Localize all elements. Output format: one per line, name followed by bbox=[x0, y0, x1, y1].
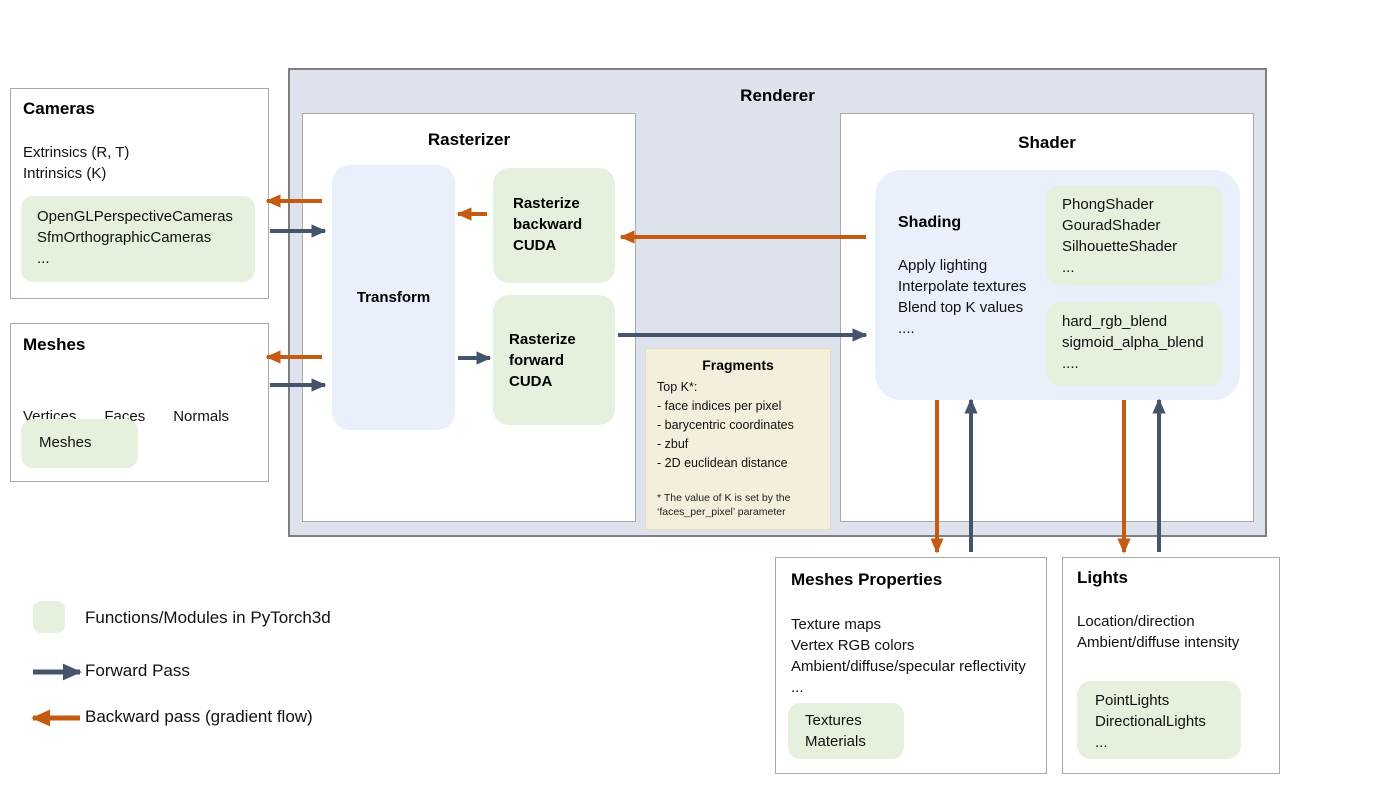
meshes-title: Meshes bbox=[23, 335, 86, 354]
cameras-modules-list: OpenGLPerspectiveCameras SfmOrthographic… bbox=[37, 208, 233, 267]
meshes-properties-panel: Meshes Properties Texture maps Vertex RG… bbox=[775, 557, 1047, 774]
legend-modules-label: Functions/Modules in PyTorch3d bbox=[85, 608, 331, 627]
cameras-modules-box: OpenGLPerspectiveCameras SfmOrthographic… bbox=[21, 196, 255, 282]
shading-box: Shading Apply lighting Interpolate textu… bbox=[875, 170, 1240, 400]
meshes-properties-modules-list: Textures Materials bbox=[805, 712, 866, 750]
lights-modules-list: PointLights DirectionalLights ... bbox=[1095, 692, 1206, 751]
lights-title: Lights bbox=[1077, 568, 1128, 587]
shading-title: Shading bbox=[898, 214, 962, 231]
rasterizer-title: Rasterizer bbox=[427, 130, 511, 149]
meshes-modules-box: Meshes bbox=[21, 419, 138, 468]
transform-label: Transform bbox=[356, 289, 431, 306]
legend-module-swatch bbox=[33, 601, 65, 633]
blend-functions-box: hard_rgb_blend sigmoid_alpha_blend .... bbox=[1046, 302, 1222, 386]
rasterize-backward-cuda-box: Rasterize backward CUDA bbox=[493, 168, 615, 283]
meshes-properties-lines: Texture maps Vertex RGB colors Ambient/d… bbox=[791, 616, 1026, 696]
rasterize-forward-label: Rasterize forward CUDA bbox=[509, 331, 576, 390]
lights-panel: Lights Location/direction Ambient/diffus… bbox=[1062, 557, 1280, 774]
transform-box: Transform bbox=[332, 165, 455, 430]
lights-lines: Location/direction Ambient/diffuse inten… bbox=[1077, 613, 1240, 651]
rasterize-backward-label: Rasterize backward CUDA bbox=[513, 195, 583, 254]
meshes-modules-list: Meshes bbox=[39, 434, 92, 451]
cameras-lines: Extrinsics (R, T) Intrinsics (K) bbox=[23, 144, 130, 182]
meshes-properties-title: Meshes Properties bbox=[791, 570, 943, 589]
lights-modules-box: PointLights DirectionalLights ... bbox=[1077, 681, 1241, 759]
meshes-attr-normals: Normals bbox=[173, 408, 230, 425]
fragments-title: Fragments bbox=[702, 357, 774, 373]
shading-lines: Apply lighting Interpolate textures Blen… bbox=[898, 257, 1027, 337]
fragments-lines: Top K*: - face indices per pixel - baryc… bbox=[657, 380, 794, 470]
shader-modules-list: PhongShader GouradShader SilhouetteShade… bbox=[1062, 196, 1178, 276]
cameras-title: Cameras bbox=[23, 99, 95, 118]
shader-title: Shader bbox=[1018, 133, 1076, 152]
cameras-panel: Cameras Extrinsics (R, T) Intrinsics (K)… bbox=[10, 88, 269, 299]
legend-backward-label: Backward pass (gradient flow) bbox=[85, 707, 313, 726]
fragments-box: Fragments Top K*: - face indices per pix… bbox=[645, 348, 831, 530]
rasterize-forward-cuda-box: Rasterize forward CUDA bbox=[493, 295, 615, 425]
legend-forward-label: Forward Pass bbox=[85, 661, 190, 680]
renderer-title: Renderer bbox=[740, 86, 815, 105]
shader-modules-box: PhongShader GouradShader SilhouetteShade… bbox=[1046, 185, 1222, 285]
fragments-footnote: * The value of K is set by the ‘faces_pe… bbox=[657, 492, 791, 518]
meshes-properties-modules-box: Textures Materials bbox=[788, 703, 904, 759]
blend-functions-list: hard_rgb_blend sigmoid_alpha_blend .... bbox=[1062, 313, 1204, 372]
